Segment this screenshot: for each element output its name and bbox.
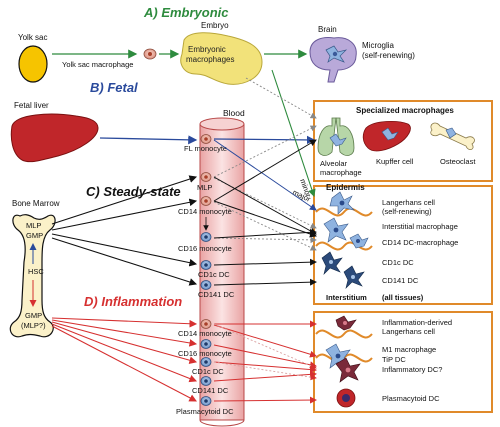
hsc-label: HSC bbox=[28, 267, 44, 276]
specialized-macrophages-title: Specialized macrophages bbox=[356, 106, 454, 115]
steady-state-bm-arrows bbox=[51, 175, 198, 286]
cd14-dc-macrophage-icon bbox=[349, 233, 369, 249]
microglia-label-2: (self-renewing) bbox=[362, 51, 415, 60]
infl-cd16-monocyte-label: CD16 monocyte bbox=[178, 349, 232, 358]
infl-cd16-monocyte-cell bbox=[200, 339, 212, 349]
mlp-blood-label: MLP bbox=[197, 183, 212, 192]
embryo-label: Embryo bbox=[201, 21, 229, 30]
blood-vessel-top bbox=[199, 117, 245, 131]
steady-state-tissue-arrows bbox=[213, 139, 317, 286]
epidermis-wave bbox=[315, 207, 373, 217]
inflammation-epidermis-wave bbox=[315, 329, 373, 339]
cd141-dc-label: CD141 DC bbox=[198, 290, 235, 299]
langerhans-label-1: Langerhans cell bbox=[382, 198, 435, 207]
cd16-monocyte-label: CD16 monocyte bbox=[178, 244, 232, 253]
microglia-cell bbox=[325, 45, 348, 63]
bone-icon bbox=[430, 122, 475, 150]
epidermis-label: Epidermis bbox=[326, 183, 365, 192]
arrow-fl-monocyte-to-epidermis bbox=[213, 139, 317, 211]
blood-vessel-bottom bbox=[199, 419, 245, 427]
infl-cd1c-dc-label: CD1c DC bbox=[192, 367, 224, 376]
plasmacytoid-dc-blood-label: Plasmacytoid DC bbox=[176, 407, 234, 416]
liver-icon bbox=[362, 120, 411, 152]
kupffer-label: Kupffer cell bbox=[376, 157, 414, 166]
plasmacytoid-dc-blood-cell bbox=[200, 396, 212, 406]
infl-cd14-monocyte-cell bbox=[200, 319, 212, 329]
inflammation-bm-arrows bbox=[51, 317, 198, 402]
langerhans-cell-icon bbox=[329, 191, 355, 215]
arrow-embryo-to-epidermis bbox=[271, 69, 316, 198]
infl-cd141-dc-label: CD141 DC bbox=[192, 386, 229, 395]
inflammatory-dc-label: Inflammatory DC? bbox=[382, 365, 442, 374]
fetal-liver-shape bbox=[10, 113, 99, 163]
arrow-liver-to-fl-monocyte bbox=[99, 135, 198, 145]
plasmacytoid-dc-tissue-label: Plasmacytoid DC bbox=[382, 394, 440, 403]
fl-monocyte-label: FL monocyte bbox=[184, 144, 227, 153]
interstitial-macrophage-label: Interstitial macrophage bbox=[382, 222, 458, 231]
cd16-monocyte-cell bbox=[200, 232, 212, 242]
yolk-sac-label: Yolk sac bbox=[18, 33, 48, 42]
interstitial-macrophage-icon bbox=[323, 217, 349, 243]
cd14-monocyte-cell bbox=[200, 196, 212, 206]
cd141-dc-cell bbox=[200, 280, 212, 290]
infl-langerhans-icon bbox=[335, 315, 357, 331]
mlp-blood-cell bbox=[200, 172, 212, 182]
plasmacytoid-dc-tissue-icon bbox=[336, 388, 356, 408]
tip-dc-label: TiP DC bbox=[382, 355, 406, 364]
section-embryonic-title: A) Embryonic bbox=[143, 5, 229, 20]
mlp-bm-label: MLP bbox=[26, 221, 41, 230]
lung-icon bbox=[317, 117, 355, 156]
inflammation-tissue-arrows bbox=[213, 320, 317, 404]
m1-macrophage-label: M1 macrophage bbox=[382, 345, 436, 354]
infl-cd141-dc-cell bbox=[200, 376, 212, 386]
interstitium-label: Interstitium bbox=[326, 293, 367, 302]
bone-marrow-label: Bone Marrow bbox=[12, 199, 60, 208]
embryonic-macrophages-label-2: macrophages bbox=[186, 55, 234, 64]
cd1c-dc-tissue-icon bbox=[321, 251, 343, 275]
infl-langerhans-label-2: Langerhans cell bbox=[382, 327, 435, 336]
bone-marrow-shape bbox=[9, 214, 56, 338]
cd14-dc-macrophage-label: CD14 DC-macrophage bbox=[382, 238, 458, 247]
tip-dc-icon bbox=[335, 357, 361, 383]
alveolar-label-1: Alveolar bbox=[320, 159, 348, 168]
blood-label: Blood bbox=[223, 108, 245, 118]
cd1c-dc-cell bbox=[200, 260, 212, 270]
yolk-sac-shape bbox=[18, 45, 48, 83]
infl-cd14-monocyte-label: CD14 monocyte bbox=[178, 329, 232, 338]
mlp-infl-label: (MLP?) bbox=[21, 321, 46, 330]
brain-shape bbox=[309, 37, 357, 83]
microglia-label-1: Microglia bbox=[362, 41, 395, 50]
cd141-dc-tissue-label: CD141 DC bbox=[382, 276, 419, 285]
gmp-infl-label: GMP bbox=[25, 311, 42, 320]
yolk-sac-macrophage-label: Yolk sac macrophage bbox=[62, 60, 133, 69]
dashed-arrows bbox=[213, 77, 317, 251]
infl-langerhans-label-1: Inflammation-derived bbox=[382, 318, 452, 327]
langerhans-label-2: (self-renewing) bbox=[382, 207, 432, 216]
fetal-liver-label: Fetal liver bbox=[14, 101, 49, 110]
embryo-shape bbox=[180, 32, 263, 85]
cd1c-dc-tissue-label: CD1c DC bbox=[382, 258, 414, 267]
gmp-bm-label: GMP bbox=[26, 231, 43, 240]
osteoclast-label: Osteoclast bbox=[440, 157, 476, 166]
yolk-sac-macrophage-nucleus bbox=[148, 52, 152, 56]
alveolar-label-2: macrophage bbox=[320, 168, 362, 177]
inflammation-dashed-arrows bbox=[213, 323, 317, 381]
section-inflammation-title: D) Inflammation bbox=[84, 294, 182, 309]
infl-cd1c-dc-cell bbox=[200, 357, 212, 367]
all-tissues-label: (all tissues) bbox=[382, 293, 424, 302]
brain-label: Brain bbox=[318, 25, 337, 34]
fl-monocyte-cell bbox=[200, 134, 212, 144]
cd14-monocyte-label: CD14 monocyte bbox=[178, 207, 232, 216]
cd141-dc-tissue-icon bbox=[343, 265, 365, 289]
arrow-fl-monocyte-to-specialized bbox=[213, 135, 316, 145]
section-steady-state-title: C) Steady-state bbox=[86, 184, 181, 199]
embryonic-macrophages-label-1: Embryonic bbox=[188, 45, 226, 54]
interstitium-wave bbox=[315, 241, 373, 251]
cd1c-dc-label: CD1c DC bbox=[198, 270, 230, 279]
section-fetal-title: B) Fetal bbox=[90, 80, 138, 95]
